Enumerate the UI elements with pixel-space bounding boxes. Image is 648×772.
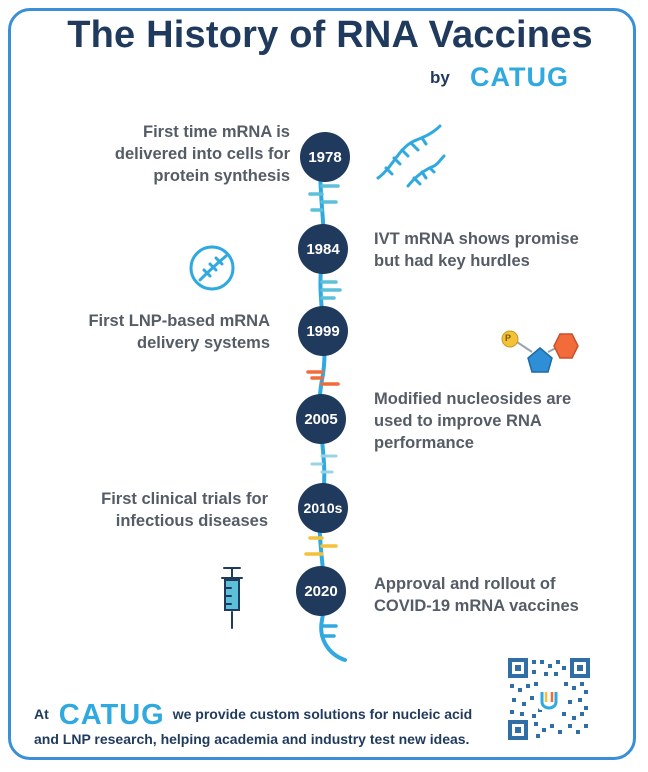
rungs-1978 [308,184,340,212]
year-badge-2005: 2005 [296,394,346,444]
event-1984-text: IVT mRNA shows promise but had key hurdl… [374,230,579,270]
event-2010s-text: First clinical trials for infectious dis… [101,490,268,530]
rungs-2005 [310,454,338,474]
qr-code-icon[interactable] [508,658,590,740]
phosphate-label: P [505,333,512,343]
rna-strand-icon [376,124,446,188]
nucleotide-icon [501,330,579,373]
year-badge-1984: 1984 [298,224,348,274]
event-1978-text: First time mRNA is delivered into cells … [114,123,290,185]
rungs-1984 [320,280,342,300]
rna-circle-icon [189,245,235,291]
rungs-1999 [306,370,340,386]
year-badge-2020: 2020 [296,566,346,616]
brand-logo: CATUG [470,62,569,92]
event-2005-text: Modified nucleosides are used to improve… [374,390,572,452]
footer-brand-logo: CATUG [58,698,165,731]
rungs-2020 [320,624,338,638]
rungs-2010s [304,536,338,556]
syringe-icon [221,567,243,629]
page-title: The History of RNA Vaccines [67,14,593,56]
year-badge-2010s: 2010s [298,483,348,533]
year-badge-1978: 1978 [300,132,350,182]
year-badge-1999: 1999 [298,306,348,356]
event-1999-text: First LNP-based mRNA delivery systems [88,312,270,352]
event-2020-text: Approval and rollout of COVID-19 mRNA va… [374,575,579,615]
byline-by: by [430,68,450,87]
footer-text: At CATUG we provide custom solutions for… [34,698,494,752]
footer-line1: we provide custom solutions for nucleic … [172,706,473,722]
footer-line2: and LNP research, helping academia and i… [34,731,470,747]
footer-at: At [34,706,49,722]
